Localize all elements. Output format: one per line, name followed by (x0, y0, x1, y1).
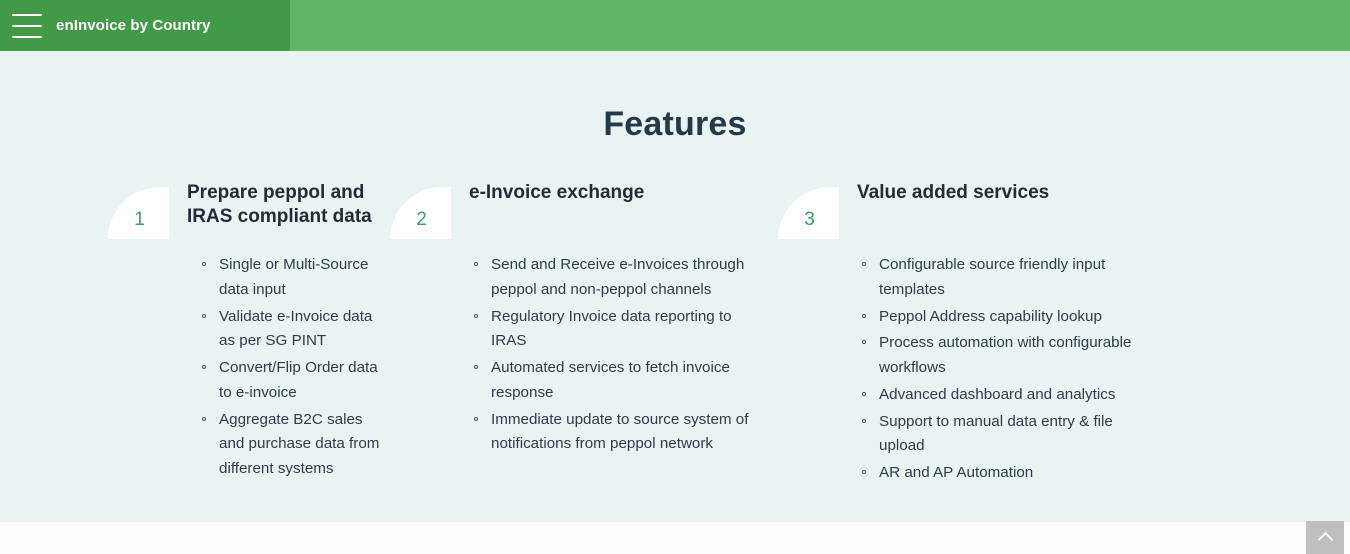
header-brand-block: enInvoice by Country (0, 0, 290, 51)
hamburger-line-2 (12, 24, 42, 27)
list-item: Advanced dashboard and analytics (862, 383, 1142, 408)
list-item: Support to manual data entry & file uplo… (862, 410, 1142, 460)
list-item: Validate e-Invoice data as per SG PINT (202, 305, 390, 355)
list-item: Peppol Address capability lookup (862, 305, 1142, 330)
feature-list-1: Single or Multi-Source data input Valida… (108, 253, 390, 482)
chevron-up-icon (1317, 531, 1333, 548)
feature-title-2: e-Invoice exchange (469, 182, 645, 203)
header-filler (290, 0, 1350, 51)
list-item: AR and AP Automation (862, 461, 1142, 486)
hamburger-menu-icon[interactable] (12, 13, 42, 38)
list-item: Aggregate B2C sales and purchase data fr… (202, 408, 390, 482)
feature-badge-number-3: 3 (804, 208, 815, 230)
feature-list-3: Configurable source friendly input templ… (778, 253, 1142, 486)
feature-header-2: 2 e-Invoice exchange (390, 177, 778, 239)
list-item: Convert/Flip Order data to e-invoice (202, 356, 390, 406)
features-section: Features 1 Prepare peppol and IRAS compl… (0, 51, 1350, 522)
list-item: Regulatory Invoice data reporting to IRA… (474, 305, 764, 355)
feature-badge-3: 3 (778, 187, 839, 239)
feature-badge-number-1: 1 (134, 208, 145, 230)
feature-header-3: 3 Value added services (778, 177, 1166, 239)
feature-column-1: 1 Prepare peppol and IRAS compliant data… (0, 177, 390, 488)
hamburger-line-3 (12, 35, 42, 38)
feature-title-1: Prepare peppol and IRAS compliant data (187, 182, 372, 228)
brand-title: enInvoice by Country (56, 17, 211, 34)
list-item: Send and Receive e-Invoices through pepp… (474, 253, 764, 303)
app-header: enInvoice by Country (0, 0, 1350, 51)
features-columns: 1 Prepare peppol and IRAS compliant data… (0, 177, 1350, 488)
feature-badge-number-2: 2 (416, 208, 427, 230)
feature-header-1: 1 Prepare peppol and IRAS compliant data (108, 177, 390, 239)
feature-badge-2: 2 (390, 187, 451, 239)
feature-title-3: Value added services (857, 182, 1050, 203)
footer-strip (0, 522, 1350, 554)
hamburger-line-1 (12, 13, 42, 16)
list-item: Immediate update to source system of not… (474, 408, 764, 458)
feature-column-2: 2 e-Invoice exchange Send and Receive e-… (390, 177, 778, 488)
list-item: Single or Multi-Source data input (202, 253, 390, 303)
scroll-to-top-button[interactable] (1306, 521, 1344, 554)
feature-badge-1: 1 (108, 187, 169, 239)
feature-column-3: 3 Value added services Configurable sour… (778, 177, 1166, 488)
list-item: Automated services to fetch invoice resp… (474, 356, 764, 406)
feature-list-2: Send and Receive e-Invoices through pepp… (390, 253, 764, 457)
page-title: Features (603, 105, 747, 143)
list-item: Process automation with configurable wor… (862, 331, 1142, 381)
list-item: Configurable source friendly input templ… (862, 253, 1142, 303)
